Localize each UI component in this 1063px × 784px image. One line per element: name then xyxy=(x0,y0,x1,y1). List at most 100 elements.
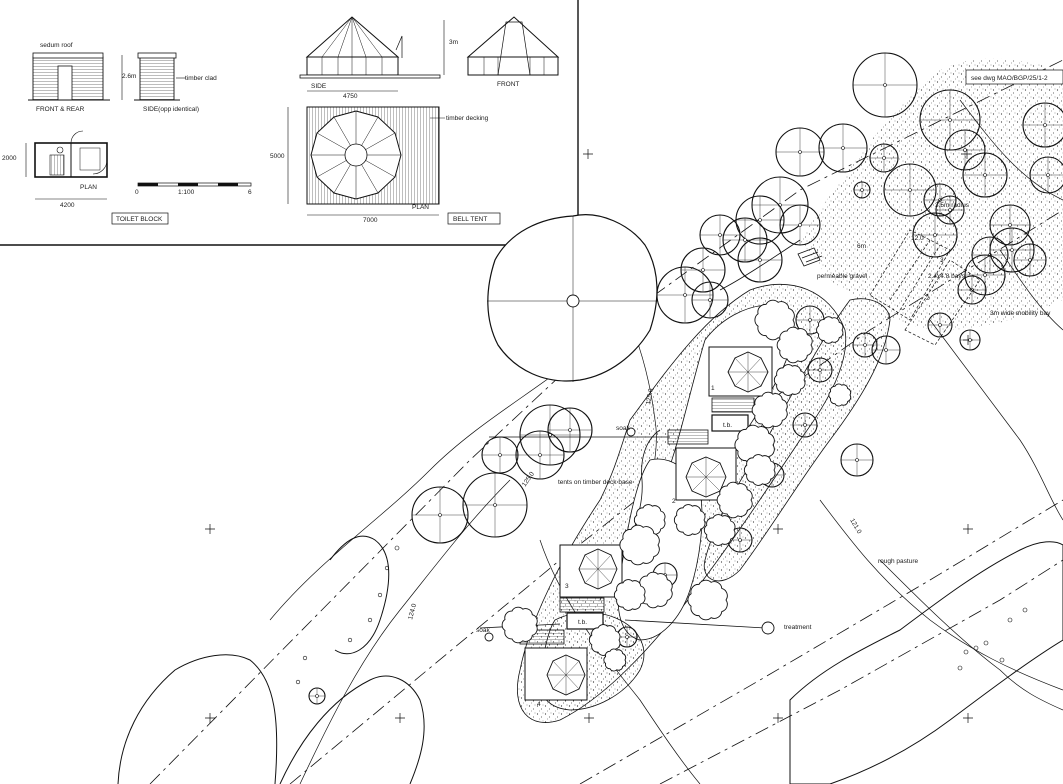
mobility-bay-label: 3m wide mobility bay xyxy=(990,310,1051,317)
timber-clad-label: timber clad xyxy=(185,75,217,82)
bell-tent-side-elevation xyxy=(299,16,445,92)
tree-trunk xyxy=(701,268,705,272)
steps-icon xyxy=(797,247,823,267)
toilet-block-plan xyxy=(25,130,108,200)
shrub xyxy=(613,579,646,611)
toilet-plan-label: PLAN xyxy=(80,184,97,191)
soak-label-2: soak xyxy=(476,627,490,634)
tree-trunk xyxy=(882,156,886,160)
tent-pitch-1 xyxy=(708,346,773,432)
hedgerow-outlines xyxy=(117,535,1063,784)
radius-label: 3.5m radius xyxy=(935,202,970,209)
tree-trunk xyxy=(743,238,747,242)
shrubs xyxy=(501,299,852,672)
scale-bar xyxy=(137,182,252,187)
scale-tick-mid: 1:100 xyxy=(178,189,195,196)
tree-trunk xyxy=(708,298,712,302)
tent-number-3: 3 xyxy=(565,583,569,590)
bay-number-2: 2 xyxy=(926,295,930,302)
bell-tent-width-dim: 7000 xyxy=(363,217,378,224)
tent-pitch-3 xyxy=(559,544,623,630)
tree-trunk xyxy=(938,323,942,327)
shrub xyxy=(716,481,753,519)
tree-trunk xyxy=(438,513,442,517)
tree-trunk xyxy=(798,150,802,154)
toilet-block-title: TOILET BLOCK xyxy=(116,216,163,223)
see-dwg-note: see dwg MAO/BGP/25/1-2 xyxy=(971,75,1048,82)
tree-trunk xyxy=(798,223,802,227)
bays-label: 2.4x4.8 bays xyxy=(928,273,966,280)
shrub xyxy=(751,391,788,429)
shrub xyxy=(687,579,728,621)
shrub xyxy=(673,504,706,536)
tree-trunk xyxy=(498,453,502,457)
tree-trunk xyxy=(738,538,742,542)
parking-bays xyxy=(869,229,981,346)
toilet-width-dim: 4200 xyxy=(60,202,75,209)
tree-trunk xyxy=(683,293,687,297)
bell-tent-front-elevation xyxy=(466,16,560,76)
tree-trunk xyxy=(884,348,888,352)
treatment-label: treatment xyxy=(784,624,812,631)
bell-tent-plan xyxy=(287,106,445,216)
sedum-roof-label: sedum roof xyxy=(40,42,73,49)
shrub xyxy=(619,524,660,566)
site-labels: see dwg MAO/BGP/25/1-2 3.5m radius 6m pe… xyxy=(407,69,1063,708)
tree-trunk xyxy=(718,233,722,237)
bay-number-3: 3 xyxy=(940,257,944,264)
detail-panel: sedum roof timber clad FRONT & REAR SIDE… xyxy=(0,0,579,246)
toilet-block-side-elevation xyxy=(121,52,186,101)
tent-number-4: 4 xyxy=(537,701,541,708)
contour-label-2: 125.0 xyxy=(521,470,536,488)
tb-label-1: t.b. xyxy=(723,422,732,429)
scale-tick-0: 0 xyxy=(135,189,139,196)
toilet-block-front-elevation xyxy=(28,52,110,101)
tree-trunk xyxy=(1046,173,1050,177)
contour-label-3: 124.0 xyxy=(407,603,418,621)
hedgerow-dots xyxy=(295,545,1028,685)
tree-trunk xyxy=(758,218,762,222)
bell-tent-depth-dim: 5000 xyxy=(270,153,285,160)
timber-decking-label: timber decking xyxy=(446,115,489,122)
tent-pitch-4 xyxy=(519,629,588,701)
tree-trunk xyxy=(315,694,319,698)
front-rear-label: FRONT & REAR xyxy=(36,106,85,113)
tree-trunk xyxy=(883,83,887,87)
shrub xyxy=(816,316,844,344)
tree-trunk xyxy=(983,173,987,177)
tree-trunk xyxy=(908,188,912,192)
contour-label-1: 125.0 xyxy=(645,388,655,406)
large-feature-tree xyxy=(487,214,658,382)
tent-number-1: 1 xyxy=(711,385,715,392)
tree-trunk xyxy=(493,503,497,507)
tree-trunk xyxy=(758,258,762,262)
toilet-depth-dim: 2000 xyxy=(2,155,17,162)
tree-trunk xyxy=(1043,123,1047,127)
tree-trunk xyxy=(808,318,812,322)
bay-dims-label: 12.0 xyxy=(911,235,924,242)
shrub xyxy=(773,364,806,396)
tree-trunk xyxy=(625,635,629,639)
tree-trunk xyxy=(948,118,952,122)
bell-tent-front-label: FRONT xyxy=(497,81,519,88)
tree-trunk xyxy=(568,428,572,432)
tent-number-2: 2 xyxy=(672,498,676,505)
shrub xyxy=(776,326,813,364)
tents-on-deck-label: tents on timber deck base xyxy=(558,479,633,486)
tree-trunk xyxy=(963,148,967,152)
contour-label-4: 121.0 xyxy=(848,518,862,536)
tree-trunk xyxy=(863,343,867,347)
tree-trunk xyxy=(818,368,822,372)
tree-trunk xyxy=(933,233,937,237)
tree-trunk xyxy=(1010,248,1014,252)
permeable-gravel-label: permeable gravel xyxy=(817,273,868,280)
bell-tent-title: BELL TENT xyxy=(453,216,487,223)
tree-trunk xyxy=(1008,223,1012,227)
bay-number-1: 1 xyxy=(887,313,891,320)
tree-trunk xyxy=(948,208,952,212)
tree-trunk xyxy=(983,273,987,277)
shrub xyxy=(828,383,852,407)
tree-trunk xyxy=(803,423,807,427)
contours xyxy=(269,99,1063,784)
tree-trunk xyxy=(855,458,859,462)
